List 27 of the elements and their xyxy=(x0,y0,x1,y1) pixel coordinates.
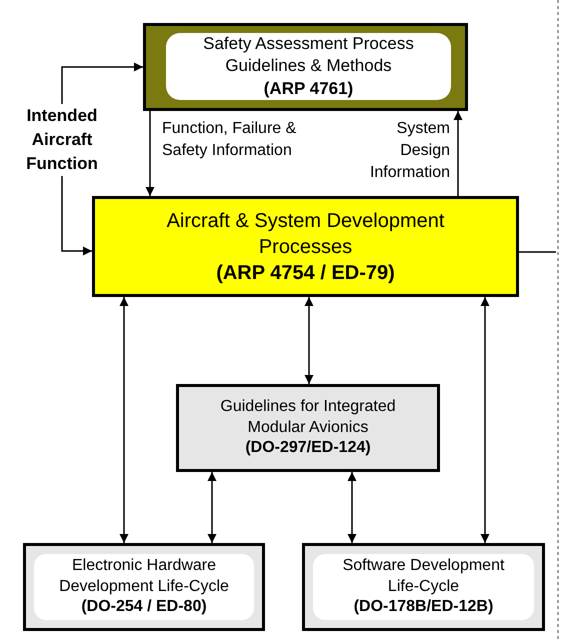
arrow xyxy=(146,111,154,196)
box-title: Guidelines for Integrated Modular Avionics xyxy=(219,396,397,438)
arrow xyxy=(208,472,216,543)
arrow xyxy=(454,111,462,196)
standard-code: (DO-297/ED-124) xyxy=(245,438,371,458)
box-title: Software Development Life-Cycle xyxy=(342,556,506,597)
arrow xyxy=(480,297,490,543)
label-text: Intended Aircraft Function xyxy=(25,105,99,175)
process-box xyxy=(176,384,440,472)
process-box xyxy=(23,543,265,631)
standard-code: (ARP 4754 / ED-79) xyxy=(216,260,395,286)
arrow xyxy=(120,297,128,543)
edge-label: System Design Information xyxy=(368,119,450,183)
standard-code: (DO-254 / ED-80) xyxy=(81,597,207,618)
process-box xyxy=(143,23,468,111)
process-box xyxy=(92,196,519,297)
process-box xyxy=(302,543,545,631)
standard-code: (ARP 4761) xyxy=(264,78,354,100)
box-title: Electronic Hardware Development Life-Cycle xyxy=(58,556,230,597)
box-title: Safety Assessment Process Guidelines & Methods xyxy=(202,33,415,78)
arrow xyxy=(61,62,143,104)
standard-code: (DO-178B/ED-12B) xyxy=(354,597,494,618)
box-title: Aircraft & System Development Processes xyxy=(166,208,446,260)
arrow xyxy=(348,472,356,543)
edge-label: Function, Failure & Safety Information xyxy=(162,119,298,161)
arrow xyxy=(304,297,314,384)
arrow xyxy=(61,176,92,256)
